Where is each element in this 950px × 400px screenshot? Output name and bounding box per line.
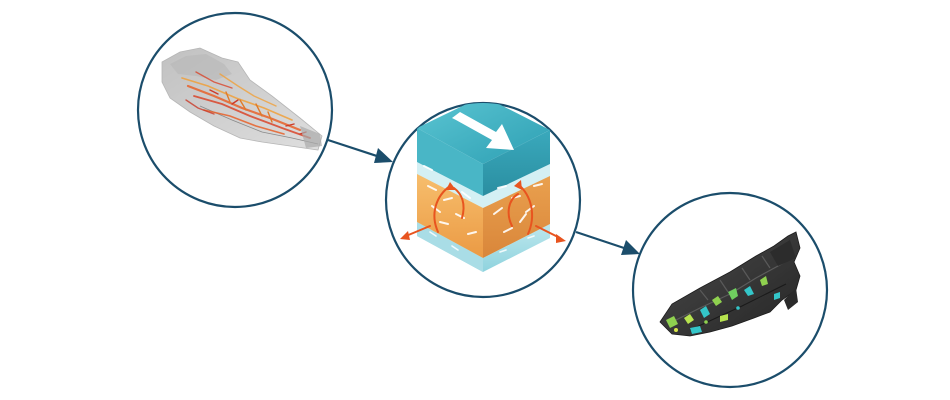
structural-result-node [631, 191, 829, 389]
arrowhead-icon [400, 180, 566, 243]
fiber-orientation-node [384, 101, 582, 299]
mold-filling-node [136, 11, 334, 209]
arrow-right-down-icon [575, 230, 640, 255]
layered-cube-icon [417, 103, 550, 272]
gray-mesh-part-icon [161, 47, 323, 151]
dark-part-icon [659, 231, 801, 337]
arrow-right-down-icon [327, 138, 393, 163]
stress-hotspot-markers [666, 276, 780, 334]
flow-direction-arrow-icon [452, 112, 514, 150]
